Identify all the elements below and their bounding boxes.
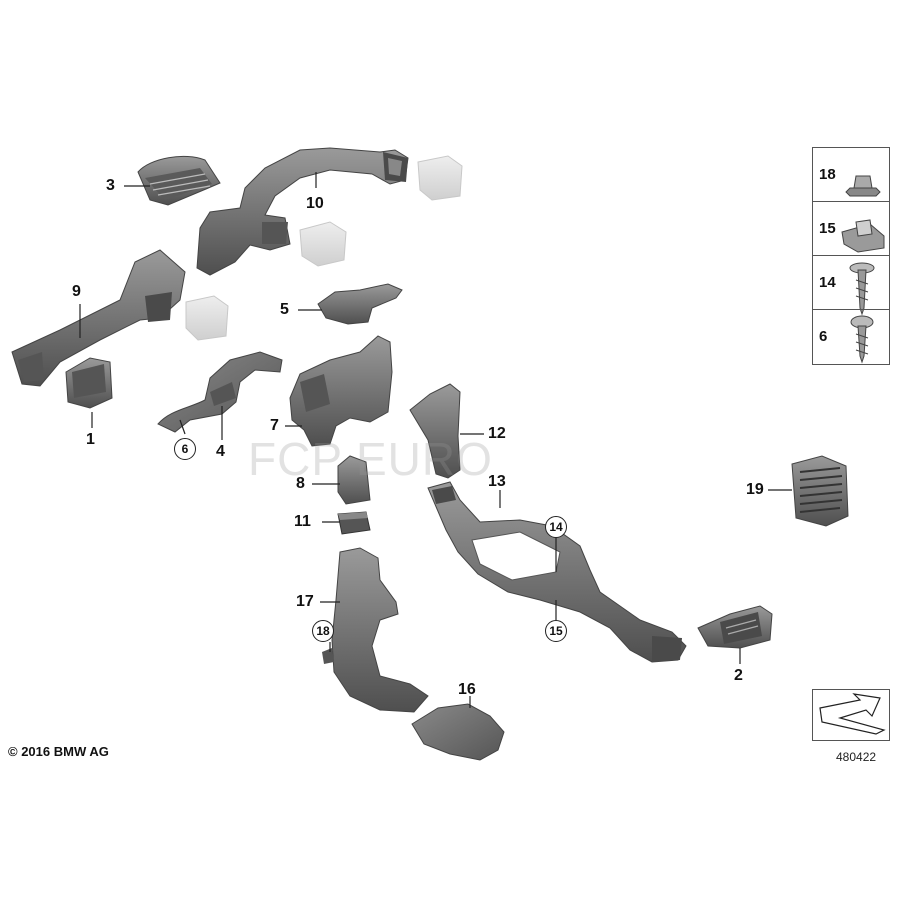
callout-16: 16 xyxy=(458,681,476,698)
part-4-curved-duct xyxy=(157,351,283,433)
legend-row-14: 14 xyxy=(813,256,889,310)
part-11-pad xyxy=(337,511,371,535)
ghost-part-middle xyxy=(299,221,347,267)
ghost-part-left xyxy=(185,295,229,341)
part-5-bracket xyxy=(317,283,403,325)
part-9-left-duct xyxy=(11,249,186,387)
callout-2: 2 xyxy=(734,667,743,684)
circled-callout-18: 18 xyxy=(312,620,334,642)
legend-screw-14 xyxy=(849,262,875,316)
legend-row-6: 6 xyxy=(813,310,889,364)
callout-3: 3 xyxy=(106,177,115,194)
part-2-side-vent xyxy=(697,605,773,649)
part-1-vent xyxy=(65,357,113,409)
callout-1: 1 xyxy=(86,431,95,448)
part-8-block xyxy=(337,455,371,505)
callout-17: 17 xyxy=(296,593,314,610)
part-12-duct xyxy=(409,383,461,479)
legend-nut-18 xyxy=(845,175,881,197)
legend-clip-nut-15 xyxy=(841,219,885,253)
part-13-lower-duct xyxy=(427,481,687,663)
legend-number: 18 xyxy=(819,166,836,183)
watermark-text: FCP EURO xyxy=(248,433,493,485)
copyright-text: © 2016 BMW AG xyxy=(8,744,109,759)
part-17-vertical-duct xyxy=(322,547,429,713)
leader-lines xyxy=(79,172,792,708)
callout-13: 13 xyxy=(488,473,506,490)
callout-12: 12 xyxy=(488,425,506,442)
circled-callout-14: 14 xyxy=(545,516,567,538)
part-7-central-duct xyxy=(289,335,393,447)
legend-number: 14 xyxy=(819,274,836,291)
diagram-id: 480422 xyxy=(836,750,877,764)
callout-19: 19 xyxy=(746,481,764,498)
callout-5: 5 xyxy=(280,301,289,318)
part-10-upper-duct xyxy=(196,147,409,276)
part-19-grille xyxy=(791,455,849,527)
legend-number: 15 xyxy=(819,220,836,237)
callout-9: 9 xyxy=(72,283,81,300)
ghost-part-upper-right xyxy=(417,155,463,201)
callout-10: 10 xyxy=(306,195,324,212)
hardware-legend-panel: 18 15 14 6 xyxy=(812,147,890,365)
part-16-cover xyxy=(411,703,505,761)
callout-11: 11 xyxy=(294,513,311,530)
navigation-box[interactable] xyxy=(812,689,890,741)
nav-arrow-icon xyxy=(819,693,886,735)
legend-number: 6 xyxy=(819,328,828,345)
callout-8: 8 xyxy=(296,475,305,492)
legend-row-15: 15 xyxy=(813,202,889,256)
circled-callout-15: 15 xyxy=(545,620,567,642)
part-3-vent-grille xyxy=(137,155,221,206)
circled-callout-6: 6 xyxy=(174,438,196,460)
legend-screw-6 xyxy=(850,315,874,364)
legend-row-18: 18 xyxy=(813,148,889,202)
callout-7: 7 xyxy=(270,417,279,434)
callout-4: 4 xyxy=(216,443,225,460)
